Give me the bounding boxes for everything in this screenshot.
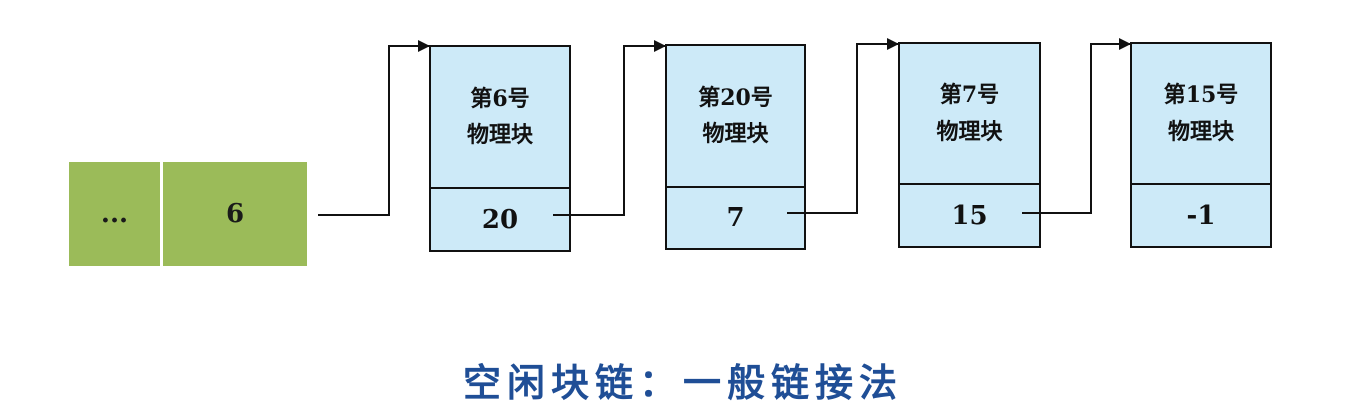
block-15-label: 第15号 物理块 bbox=[1132, 44, 1270, 185]
block-6-label: 第6号 物理块 bbox=[431, 47, 569, 189]
link-arrow-6-to-20 bbox=[553, 40, 666, 216]
block-6-label-line2: 物理块 bbox=[466, 122, 533, 148]
block-6-next-value: 20 bbox=[481, 204, 519, 235]
block-20-label: 第20号 物理块 bbox=[667, 46, 804, 188]
block-20-label-line1: 第20号 bbox=[698, 84, 773, 111]
diagram-caption: 空闲块链：一般链接法 bbox=[462, 360, 903, 405]
physical-block-7: 第7号 物理块 15 bbox=[898, 42, 1041, 248]
block-15-next-pointer: -1 bbox=[1132, 185, 1270, 246]
index-head-pointer-cell: 6 bbox=[163, 162, 307, 266]
block-7-next-value: 15 bbox=[951, 200, 988, 231]
index-ellipsis-cell: ... bbox=[69, 162, 160, 266]
link-arrow-7-to-15 bbox=[1022, 38, 1131, 214]
index-ellipsis-text: ... bbox=[100, 199, 129, 229]
link-arrow-20-to-7 bbox=[787, 38, 899, 214]
block-6-label-line1: 第6号 bbox=[470, 85, 530, 112]
block-15-label-line1: 第15号 bbox=[1163, 82, 1239, 109]
link-arrow-head-to-6 bbox=[318, 40, 430, 216]
block-15-next-value: -1 bbox=[1186, 200, 1216, 231]
block-20-next-pointer: 7 bbox=[667, 188, 804, 248]
block-7-next-pointer: 15 bbox=[900, 185, 1039, 246]
block-7-label: 第7号 物理块 bbox=[900, 44, 1039, 185]
block-20-label-line2: 物理块 bbox=[702, 121, 769, 147]
index-head-pointer-text: 6 bbox=[225, 199, 245, 229]
physical-block-6: 第6号 物理块 20 bbox=[429, 45, 571, 252]
block-15-label-line2: 物理块 bbox=[1167, 118, 1234, 145]
block-7-label-line1: 第7号 bbox=[939, 82, 1000, 109]
block-7-label-line2: 物理块 bbox=[936, 118, 1003, 145]
physical-block-20: 第20号 物理块 7 bbox=[665, 44, 806, 250]
block-6-next-pointer: 20 bbox=[431, 189, 569, 250]
physical-block-15: 第15号 物理块 -1 bbox=[1130, 42, 1272, 248]
block-20-next-value: 7 bbox=[726, 203, 745, 233]
